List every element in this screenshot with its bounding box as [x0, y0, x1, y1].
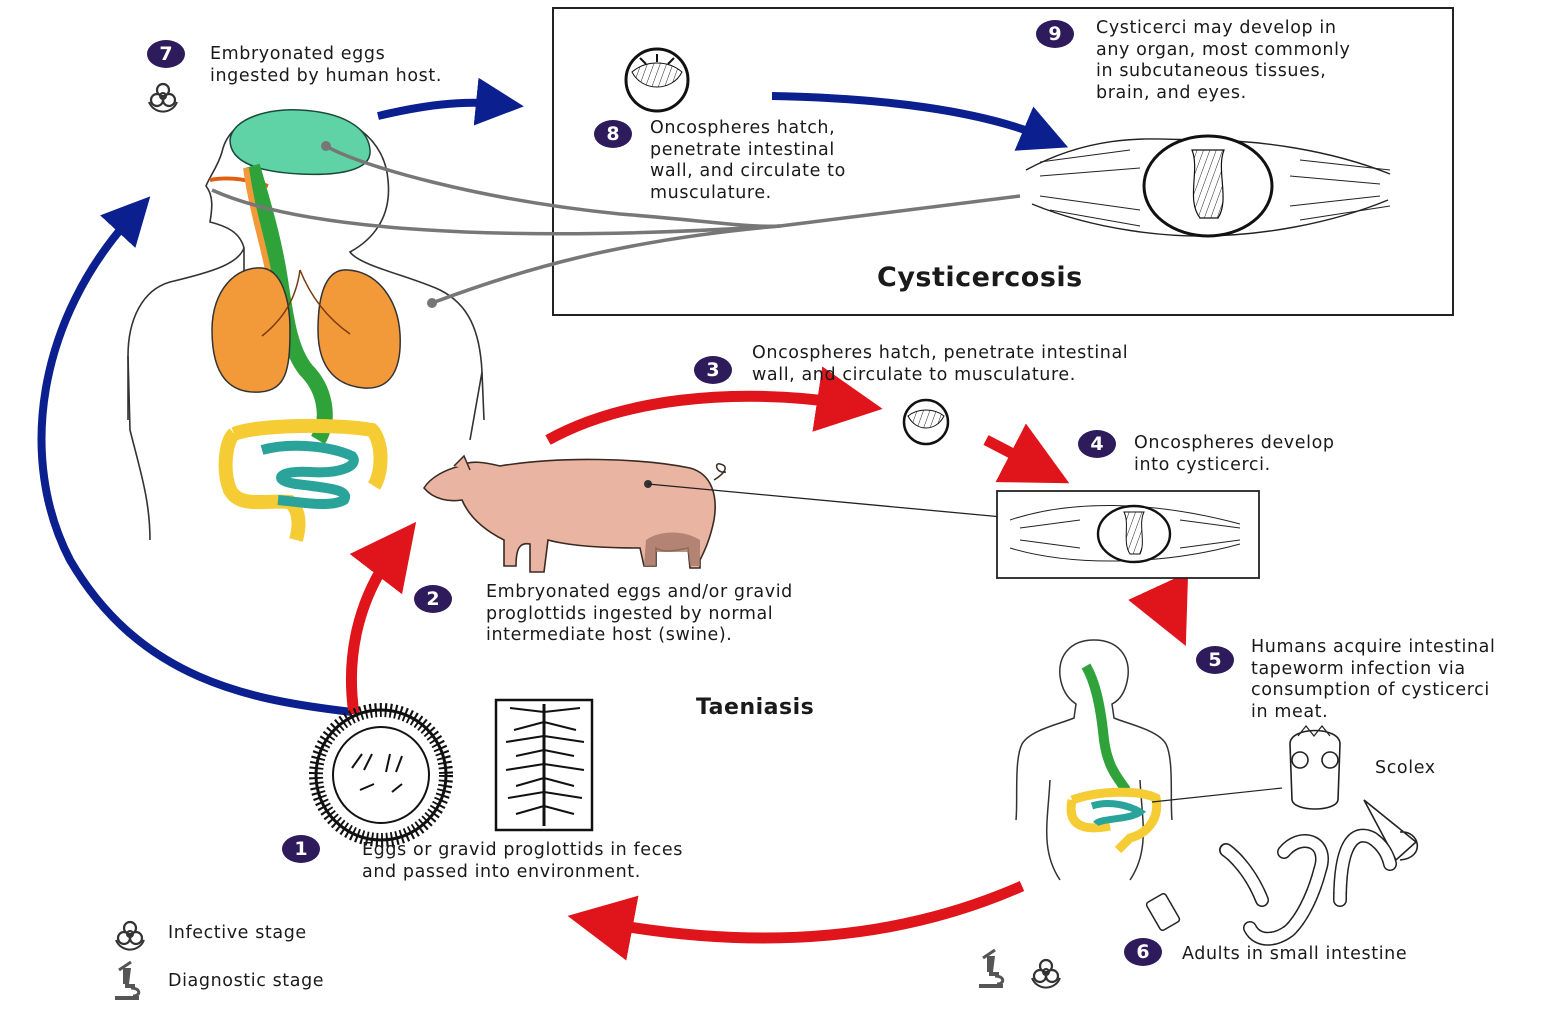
scolex-label: Scolex	[1375, 758, 1436, 778]
adult-tapeworm-drawing	[1145, 836, 1390, 939]
red-arrow-6-to-1	[600, 886, 1022, 938]
biohazard-icon	[1032, 960, 1060, 988]
step-4-badge: 4	[1078, 430, 1116, 458]
blue-arrow-7-to-8	[378, 103, 500, 116]
step-1-label: Eggs or gravid proglottids in feces and …	[362, 840, 683, 883]
pig-drawing	[424, 456, 726, 572]
egg-drawing	[316, 710, 446, 840]
taeniasis-title: Taeniasis	[696, 695, 814, 720]
cysticercus-in-tissue-9	[1026, 136, 1390, 236]
step-6-badge: 6	[1124, 938, 1162, 966]
step-8-badge: 8	[594, 120, 632, 148]
step-9-label: Cysticerci may develop in any organ, mos…	[1096, 18, 1351, 104]
biohazard-icon	[116, 922, 144, 950]
step-3-label: Oncospheres hatch, penetrate intestinal …	[752, 343, 1128, 386]
legend-diagnostic-stage: Diagnostic stage	[168, 971, 324, 991]
step-3-badge: 3	[694, 356, 732, 384]
red-arrow-4-to-5	[1160, 590, 1172, 616]
step-7-label: Embryonated eggs ingested by human host.	[210, 44, 442, 87]
oncosphere-drawing-8	[626, 49, 688, 111]
legend-infective-stage: Infective stage	[168, 923, 307, 943]
cysticercosis-title: Cysticercosis	[877, 262, 1083, 293]
step-9-badge: 9	[1036, 20, 1074, 48]
step-6-label: Adults in small intestine	[1182, 944, 1407, 966]
oncosphere-drawing-3	[904, 400, 948, 444]
human-host-figure	[128, 110, 484, 540]
step-4-label: Oncospheres develop into cysticerci.	[1134, 433, 1335, 476]
blue-arrow-1-to-7	[42, 214, 352, 712]
red-arrow-2-to-3	[548, 396, 850, 440]
cysticercus-box-4	[997, 491, 1259, 578]
red-arrow-3-to-4	[986, 440, 1040, 468]
human-small-figure	[1016, 640, 1172, 880]
step-8-label: Oncospheres hatch, penetrate intestinal …	[650, 118, 846, 204]
biohazard-icon	[149, 84, 177, 112]
microscope-icon	[979, 950, 1003, 988]
microscope-icon	[115, 962, 139, 1000]
step-5-badge: 5	[1196, 646, 1234, 674]
step-2-badge: 2	[414, 585, 452, 613]
step-2-label: Embryonated eggs and/or gravid proglotti…	[486, 582, 793, 647]
step-5-label: Humans acquire intestinal tapeworm infec…	[1251, 637, 1495, 723]
red-arrow-1-to-2	[351, 548, 396, 714]
gravid-proglottid-drawing	[496, 700, 592, 830]
step-7-badge: 7	[147, 40, 185, 68]
step-1-badge: 1	[282, 835, 320, 863]
